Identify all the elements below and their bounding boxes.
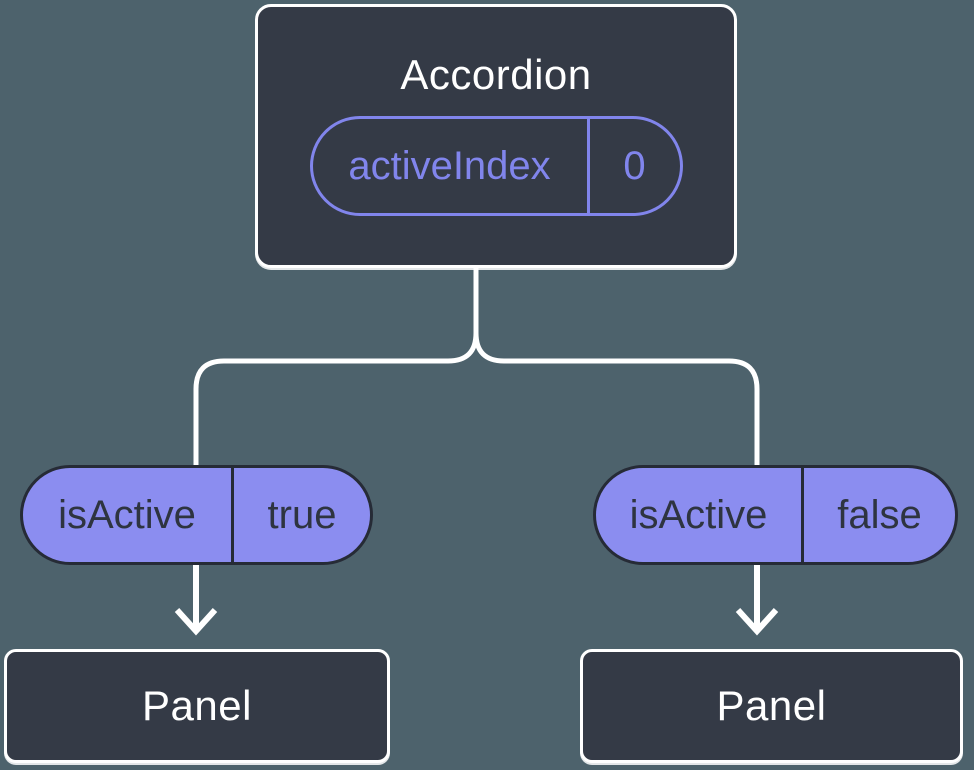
panel-node-left: Panel — [4, 649, 390, 763]
panel-right-title: Panel — [716, 682, 827, 729]
state-pill-right-value: false — [801, 468, 955, 562]
state-pill-left-value: true — [231, 468, 370, 562]
prop-value: 0 — [586, 119, 680, 213]
state-pill-left-name: isActive — [58, 492, 196, 537]
accordion-node: Accordion activeIndex 0 — [255, 4, 737, 268]
accordion-node-title: Accordion — [400, 51, 592, 98]
connector-branch-left — [193, 266, 479, 466]
connector-branch-right — [473, 266, 760, 466]
state-pill-left: isActive true — [20, 465, 373, 565]
state-pill-right-name: isActive — [629, 492, 768, 537]
down-arrow-left-icon — [174, 564, 218, 636]
prop-name: activeIndex — [348, 143, 551, 188]
down-arrow-right-icon — [735, 564, 779, 636]
prop-pill-activeindex: activeIndex 0 — [309, 116, 683, 216]
panel-left-title: Panel — [142, 682, 252, 729]
panel-node-right: Panel — [580, 649, 963, 763]
state-pill-right: isActive false — [593, 465, 958, 565]
